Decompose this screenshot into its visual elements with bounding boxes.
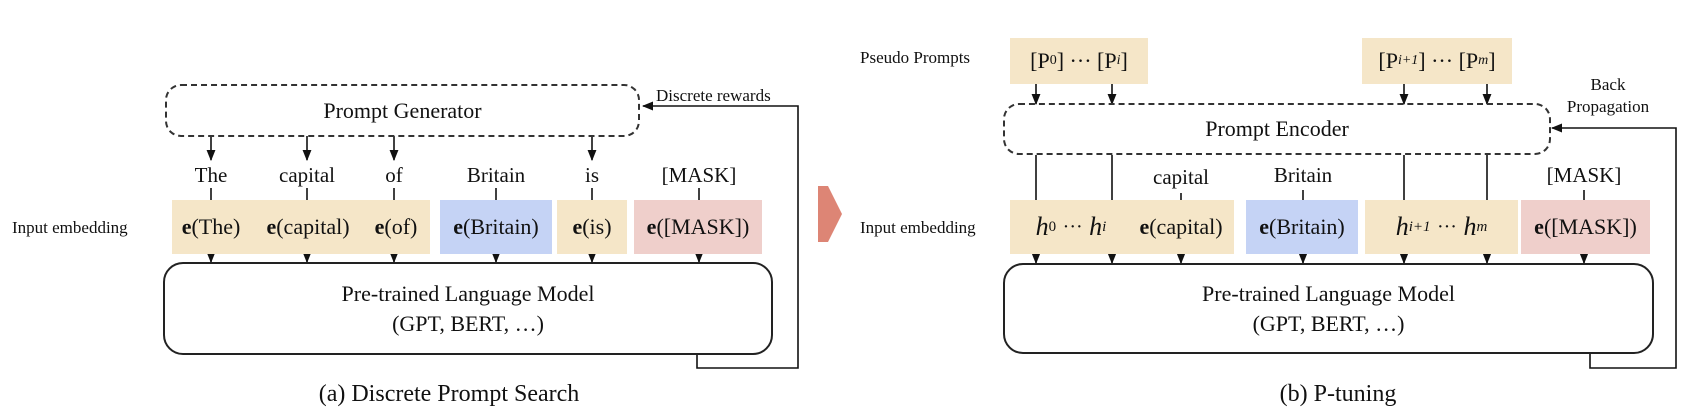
embedding-group-yellow [172,200,430,254]
prompt-generator-box: Prompt Generator [165,84,640,137]
input-embedding-label-left: Input embedding [12,218,128,237]
embedding-mask-right: e([MASK]) [1521,200,1650,254]
back-propagation-label: Back Propagation [1560,74,1656,118]
embedding-mask: e([MASK]) [634,200,762,254]
token-is: is [584,163,600,187]
back-propagation-line1: Back [1590,75,1626,94]
token-capital: capital [279,163,335,187]
embedding-the: e(The) [181,214,241,239]
embedding-britain-right: e(Britain) [1246,200,1358,254]
embedding-capital-right: e(capital) [1139,214,1223,239]
token-britain-right: Britain [1273,163,1333,187]
token-mask: [MASK] [661,163,737,187]
prompt-generator-label: Prompt Generator [323,97,482,123]
token-mask-right: [MASK] [1546,163,1622,187]
plm-sub-left: (GPT, BERT, …) [392,310,544,336]
plm-title-left: Pre-trained Language Model [341,280,595,306]
plm-sub-right: (GPT, BERT, …) [1252,310,1405,336]
prompt-encoder-label: Prompt Encoder [1205,116,1349,141]
embedding-is: e(is) [557,200,627,254]
input-embedding-label-right: Input embedding [860,218,976,237]
token-of: of [385,163,403,187]
caption-left: (a) Discrete Prompt Search [318,381,580,407]
embedding-group-yellow-right [1010,200,1234,254]
divider-arrow [818,186,842,242]
pseudo-prompts-label: Pseudo Prompts [860,48,971,67]
token-britain: Britain [466,163,526,187]
embedding-capital: e(capital) [266,214,350,239]
plm-title-right: Pre-trained Language Model [1202,280,1455,306]
plm-box-left: Pre-trained Language Model (GPT, BERT, …… [163,262,773,355]
embedding-of: e(of) [374,214,418,239]
embedding-britain: e(Britain) [440,200,552,254]
plm-box-right: Pre-trained Language Model (GPT, BERT, …… [1003,263,1654,354]
caption-right: (b) P-tuning [1279,381,1397,407]
prompt-encoder-box: Prompt Encoder [1003,103,1551,155]
token-the: The [194,163,228,187]
back-propagation-line2: Propagation [1566,97,1650,116]
token-capital-right: capital [1153,165,1209,189]
discrete-rewards-label: Discrete rewards [656,86,771,105]
